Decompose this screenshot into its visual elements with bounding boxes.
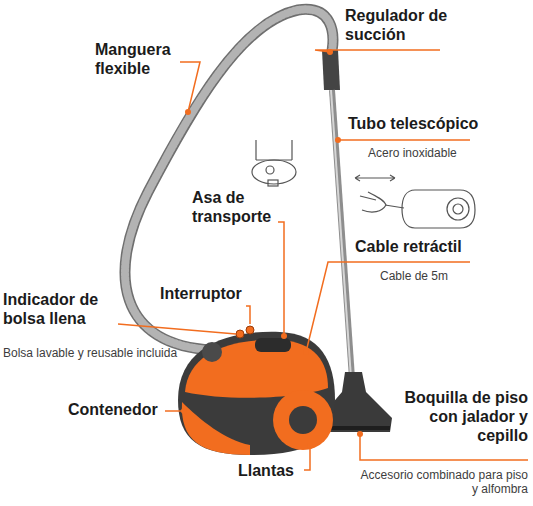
part-label: Tubo telescópico — [348, 114, 518, 133]
part-label: Manguera flexible — [95, 40, 195, 78]
wheel-hub — [289, 406, 317, 434]
part-label: Regulador de succión — [345, 6, 455, 44]
handle-inset — [252, 140, 296, 186]
rear-wheel — [273, 390, 333, 450]
part-label: Asa de transporte — [192, 188, 280, 226]
part-note: Bolsa lavable y reusable incluida — [3, 346, 178, 360]
hose-ribs — [125, 9, 333, 350]
part-label: Boquilla de piso con jalador y cepillo — [392, 388, 528, 446]
part-note: Cable de 5m — [380, 269, 520, 283]
part-note: Acero inoxidable — [368, 146, 518, 160]
part-label: Contenedor — [68, 400, 168, 419]
part-note: Accesorio combinado para piso y alfombra — [360, 468, 528, 497]
vacuum-front — [182, 402, 250, 455]
part-label: Cable retráctil — [355, 237, 515, 256]
part-label: Indicador de bolsa llena — [3, 290, 121, 328]
part-label: Llantas — [238, 461, 308, 480]
switch-button — [246, 326, 254, 334]
vacuum-body — [178, 332, 335, 455]
part-label: Interruptor — [160, 284, 260, 303]
hose-connector — [202, 342, 222, 362]
hose — [125, 9, 333, 350]
carry-handle — [255, 338, 291, 352]
leader-dots — [181, 49, 363, 449]
cable-inset — [355, 175, 475, 228]
leader-lines — [118, 50, 528, 470]
tube-shine — [331, 90, 351, 378]
telescopic-tube — [332, 90, 352, 378]
hose-grip — [322, 50, 340, 90]
full-bag-indicator — [236, 330, 244, 338]
